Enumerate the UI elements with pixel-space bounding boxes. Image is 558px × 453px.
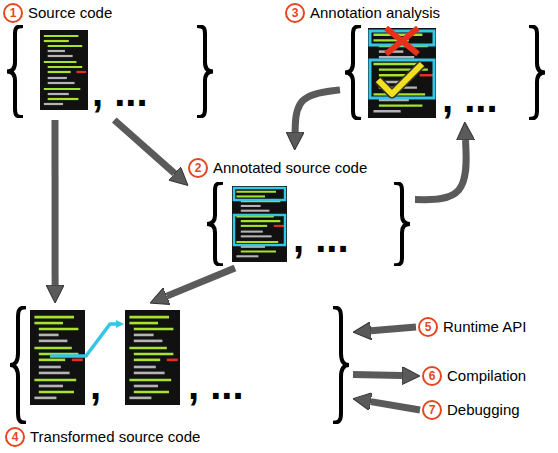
node-title: Runtime API	[443, 318, 526, 336]
flow-arrow	[295, 90, 340, 132]
step-item: 5 Runtime API	[416, 315, 531, 339]
accept-check	[378, 64, 422, 94]
list-ellipsis: , ...	[293, 218, 349, 258]
flow-arrow	[114, 120, 174, 173]
node-title: Source code	[28, 4, 112, 22]
node-heading: 6 Compilation	[422, 366, 526, 386]
node-heading: 5 Runtime API	[418, 317, 526, 337]
brace	[207, 183, 223, 265]
callout-number: 1	[3, 3, 23, 23]
flow-arrow	[167, 268, 235, 296]
list-ellipsis: , ...	[188, 365, 244, 405]
flow-arrow	[353, 375, 402, 376]
node-title: Annotation analysis	[310, 4, 440, 22]
callout-number: 7	[422, 400, 442, 420]
annotation-box	[234, 215, 285, 245]
callout-number: 5	[418, 317, 438, 337]
list-ellipsis: , ...	[92, 72, 148, 112]
callout-number: 6	[422, 366, 442, 386]
flow-arrow	[415, 140, 466, 200]
callout-number: 2	[188, 158, 208, 178]
node-title: Debugging	[447, 401, 520, 419]
node-heading: 1 Source code	[3, 3, 112, 23]
callout-number: 4	[5, 427, 25, 447]
brace	[345, 26, 361, 119]
callout-number: 3	[285, 3, 305, 23]
code-image	[232, 186, 287, 262]
reject-cross	[386, 28, 418, 54]
list-ellipsis: ,	[90, 365, 101, 405]
brace	[529, 26, 545, 119]
code-image	[125, 310, 180, 405]
code-image	[40, 30, 88, 110]
node-heading: 2 Annotated source code	[188, 158, 367, 178]
step-item: 6 Compilation	[420, 364, 531, 388]
node-heading: 7 Debugging	[422, 400, 520, 420]
node-title: Annotated source code	[213, 159, 367, 177]
brace	[7, 26, 23, 117]
brace	[333, 307, 349, 423]
node-heading: 3 Annotation analysis	[285, 3, 440, 23]
brace	[10, 307, 26, 423]
node-heading: 4 Transformed source code	[5, 427, 200, 447]
flow-arrow	[371, 402, 420, 410]
node-title: Transformed source code	[30, 428, 200, 446]
annotation-box	[370, 60, 434, 98]
brace	[394, 183, 410, 265]
flow-arrow	[52, 120, 59, 285]
file-group: 4 Transformed source code	[5, 303, 353, 449]
flow-arrow	[371, 327, 416, 331]
node-title: Compilation	[447, 367, 526, 385]
brace	[197, 26, 213, 117]
step-item: 7 Debugging	[420, 398, 524, 422]
annotation-box	[234, 188, 285, 200]
code-image	[368, 28, 436, 118]
list-ellipsis: , ...	[442, 78, 498, 118]
transform-line	[50, 324, 116, 356]
